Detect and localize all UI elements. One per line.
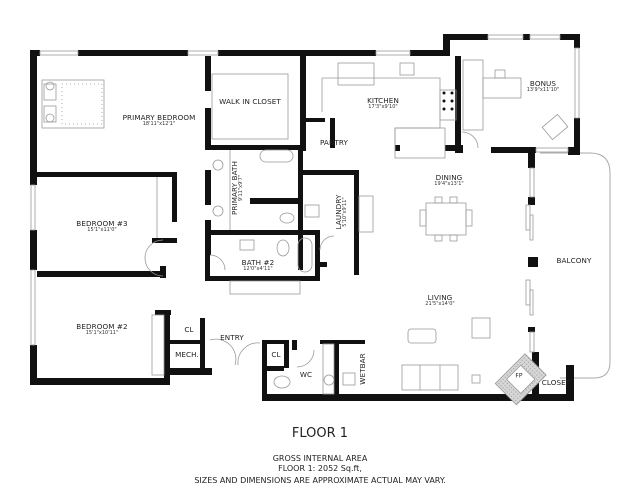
room-dims: 9'11"x9'7" [238,174,245,202]
room-name: CLOSET [541,377,571,387]
room-closet-1: CL [184,324,194,334]
room-kitchen: KITCHEN 17'3"x9'10" [367,95,399,111]
room-dims: 15'1"x10'11" [85,330,119,337]
room-dims: 15'1"x11'0" [87,227,117,234]
room-name: MECH. [175,349,199,359]
room-name: FP [515,372,523,380]
room-bath-2: BATH #2 12'0"x4'11" [241,257,275,273]
room-dims: 17'3"x9'10" [368,104,398,111]
area-floor-line: FLOOR 1: 2052 Sq.ft, [278,464,362,473]
room-dims: 21'5"x14'0" [425,301,455,308]
room-name: DINING [435,172,463,182]
room-name: ENTRY [220,332,244,342]
balcony-outline [540,152,611,379]
range-icon [442,91,454,111]
room-closet-2: CL [271,349,281,359]
floor-title: FLOOR 1 [291,426,349,441]
room-living: LIVING 21'5"x14'0" [425,292,455,308]
room-name: BALCONY [556,255,592,265]
room-laundry: LAUNDRY 5'10"x9'11" [334,195,349,230]
area-disclaimer: SIZES AND DIMENSIONS ARE APPROXIMATE ACT… [194,476,446,485]
room-name: CL [184,324,194,334]
room-primary-bedroom: PRIMARY BEDROOM 18'11"x12'1" [122,112,196,128]
room-name: WETBAR [357,353,367,385]
room-name: BONUS [529,78,557,88]
room-dims: 18'11"x12'1" [142,121,176,128]
room-name: CL [271,349,281,359]
dining-table [425,202,467,236]
room-balcony: BALCONY [556,255,592,265]
room-name: PRIMARY BEDROOM [122,112,196,122]
room-primary-bath: PRIMARY BATH 9'11"x9'7" [230,161,245,215]
room-bonus: BONUS 13'9"x11'10" [526,78,560,94]
room-dining: DINING 19'4"x13'1" [434,172,464,188]
fireplace [494,353,547,406]
room-name: WC [299,369,313,379]
room-dims: 13'9"x11'10" [526,87,560,94]
room-walk-in-closet: WALK IN CLOSET [219,96,281,106]
room-name: BEDROOM #3 [76,218,128,228]
room-mech: MECH. [175,349,199,359]
room-dims: 12'0"x4'11" [243,266,273,273]
room-pantry: PANTRY [319,137,349,147]
area-heading: GROSS INTERNAL AREA [272,454,368,463]
room-dims: 19'4"x13'1" [434,181,464,188]
room-bedroom-2: BEDROOM #2 15'1"x10'11" [76,321,128,337]
room-entry: ENTRY [220,332,244,342]
windows [30,34,580,353]
room-wc: WC [299,369,313,379]
room-dims: 5'10"x9'11" [342,197,349,227]
bed [41,79,105,129]
room-bedroom-3: BEDROOM #3 15'1"x11'0" [76,218,128,234]
room-name: PANTRY [319,137,349,147]
room-name: KITCHEN [367,95,399,105]
room-name: BEDROOM #2 [76,321,128,331]
walls [30,34,580,401]
room-fireplace: FP [515,372,523,381]
room-name: LIVING [427,292,453,302]
room-name: BATH #2 [241,257,275,267]
room-name: WALK IN CLOSET [219,96,281,106]
room-wetbar: WETBAR [357,353,367,385]
room-closet-3: CLOSET [541,377,571,387]
fixtures [41,59,569,395]
